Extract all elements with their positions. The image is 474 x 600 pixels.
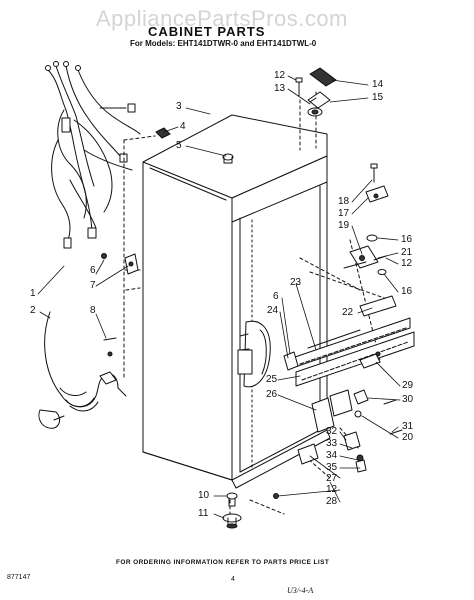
cabinet-body: [142, 114, 331, 489]
document-number: 877147: [7, 574, 31, 581]
side-hardware-6-7-8: [99, 253, 139, 385]
callout-12-top: 12: [274, 70, 286, 81]
callout-12-right: 12: [401, 258, 413, 269]
callout-33: 33: [326, 438, 338, 449]
callout-20: 20: [402, 432, 414, 443]
callout-24: 24: [267, 305, 279, 316]
top-hinge-assembly: [295, 67, 337, 117]
ordering-note: FOR ORDERING INFORMATION REFER TO PARTS …: [116, 559, 330, 566]
callout-leaders: [37, 75, 401, 519]
page-number: 4: [231, 576, 235, 583]
callout-5: 5: [176, 140, 182, 151]
power-cord: [38, 311, 127, 429]
callout-13: 13: [274, 83, 286, 94]
lower-hardware: [273, 353, 403, 499]
callout-34: 34: [326, 450, 338, 461]
callout-15: 15: [372, 92, 384, 103]
callout-16-lower: 16: [401, 286, 413, 297]
callout-7: 7: [90, 280, 96, 291]
callout-16-upper: 16: [401, 234, 413, 245]
diagram-title: CABINET PARTS: [148, 24, 266, 39]
guide-rails: [283, 295, 415, 387]
callout-6-left: 6: [90, 265, 96, 276]
callout-8: 8: [90, 305, 96, 316]
callout-32: 32: [326, 426, 338, 437]
callout-27: 27: [326, 473, 338, 484]
callout-11: 11: [198, 508, 209, 519]
callout-28: 28: [326, 496, 338, 507]
callout-31: 31: [402, 421, 414, 432]
callout-22: 22: [342, 307, 354, 318]
callout-21: 21: [401, 247, 413, 258]
callout-30: 30: [402, 394, 414, 405]
model-list: For Models: EHT141DTWR-0 and EHT141DTWL-…: [130, 39, 317, 48]
callout-18: 18: [338, 196, 350, 207]
watermark: AppliancePartsPros.com: [96, 6, 348, 31]
callout-2: 2: [30, 305, 36, 316]
callout-6-right: 6: [273, 291, 279, 302]
callout-19: 19: [338, 220, 350, 231]
right-hinge-bracket: [343, 163, 389, 275]
callout-10: 10: [198, 490, 210, 501]
callout-29: 29: [402, 380, 414, 391]
callout-14: 14: [372, 79, 384, 90]
callout-17: 17: [338, 208, 350, 219]
callout-35: 35: [326, 462, 338, 473]
callout-3: 3: [176, 101, 182, 112]
callout-1: 1: [30, 288, 36, 299]
handwritten-mark: U3/-4-A: [287, 586, 314, 595]
leveling-leg: [222, 492, 242, 529]
callout-4: 4: [180, 121, 186, 132]
wire-harness: [45, 61, 141, 249]
callout-23: 23: [290, 277, 302, 288]
cabinet-hardware-4-5: [155, 127, 234, 164]
callout-25: 25: [266, 374, 278, 385]
callout-12-bottom: 12: [326, 484, 338, 495]
callout-26: 26: [266, 389, 278, 400]
